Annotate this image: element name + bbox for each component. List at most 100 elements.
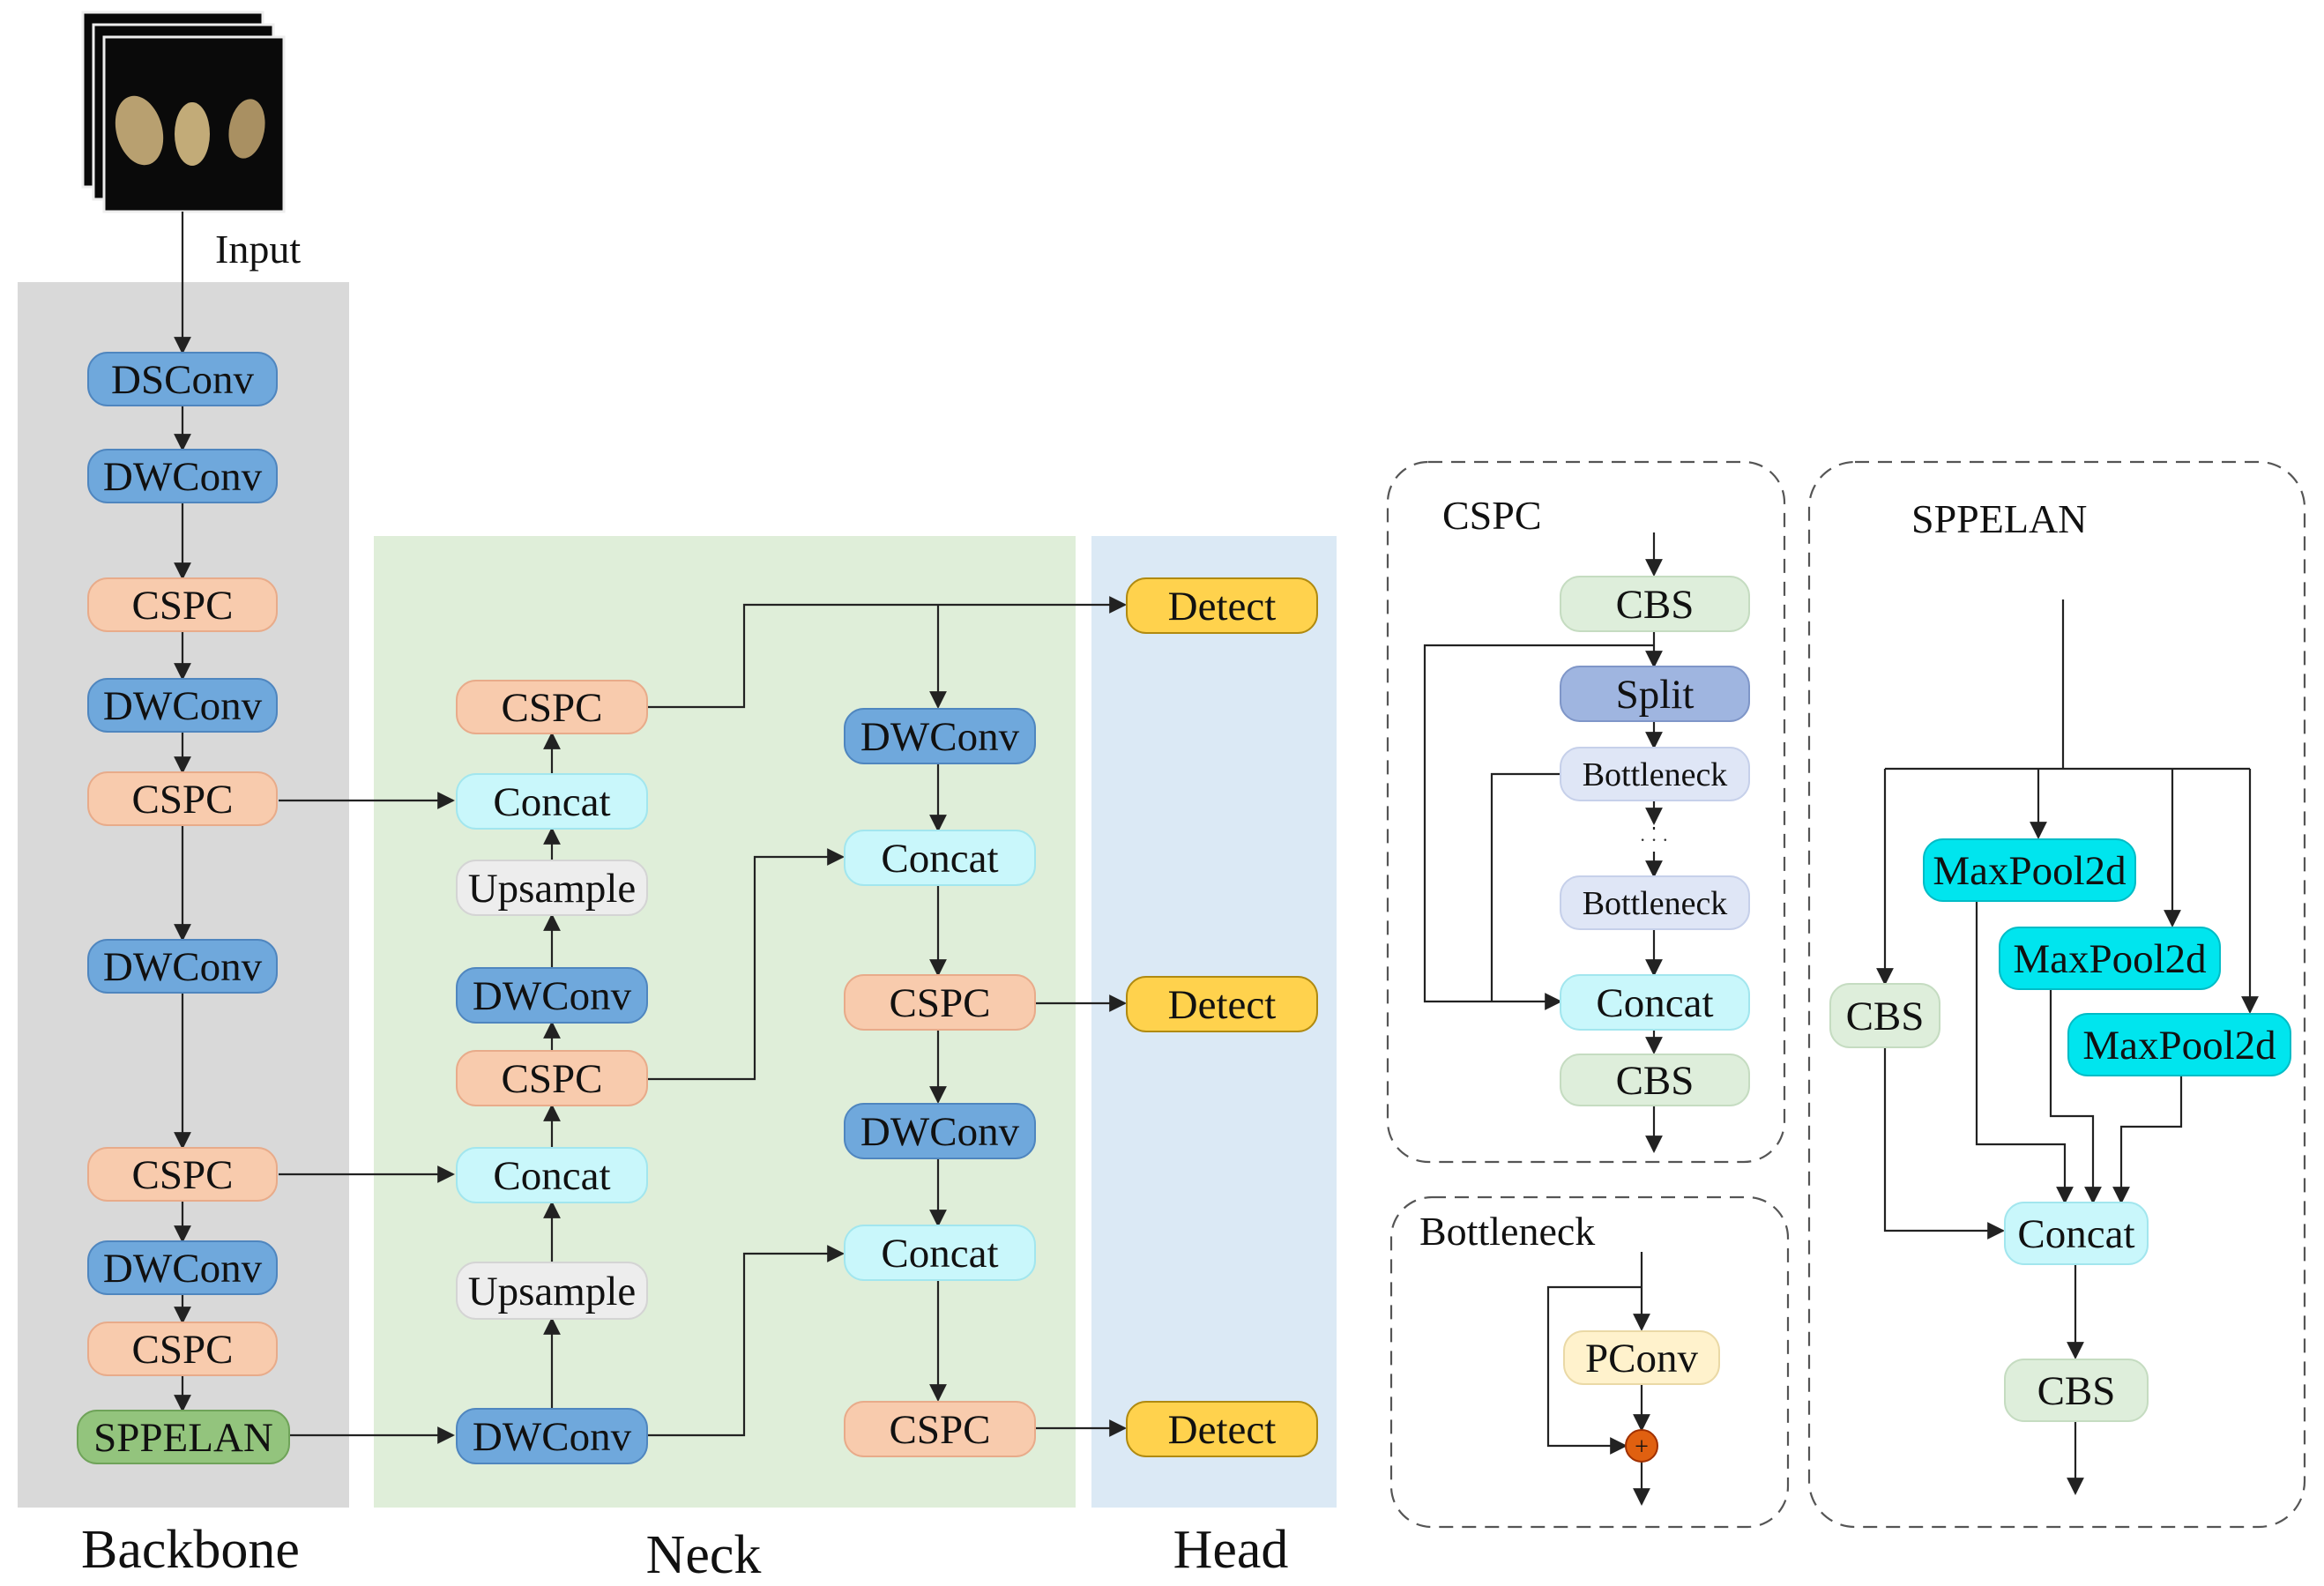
sp-cbs-bottom-label: CBS: [2037, 1368, 2116, 1414]
sp-cbs-bottom-node: CBS: [2004, 1359, 2149, 1422]
sp-concat-box: [2004, 1202, 2149, 1265]
nk-upsample-2-label: Upsample: [468, 1269, 637, 1314]
cspc-ellipsis: · · ·: [1640, 829, 1669, 851]
hd-detect-3-label: Detect: [1168, 1407, 1277, 1453]
nk-cspc-mid-label: CSPC: [502, 1056, 603, 1102]
cs-concat-label: Concat: [1596, 980, 1713, 1026]
bb-cspc-2-label: CSPC: [132, 777, 234, 823]
nk-dwconv-bottom-box: [456, 1408, 648, 1464]
bb-dwconv-1-node: DWConv: [87, 449, 278, 503]
add-node: [1625, 1429, 1658, 1463]
nk-cspc-mid-box: [456, 1050, 648, 1106]
cs-bottleneck-2-box: [1560, 875, 1750, 930]
nk-dwconv-1-node: DWConv: [456, 967, 648, 1024]
sp-cbs-left-box: [1829, 983, 1940, 1048]
bb-cspc-4-node: CSPC: [87, 1322, 278, 1376]
cs-bottleneck-1-node: Bottleneck: [1560, 747, 1750, 801]
sp-cbs-left-label: CBS: [1846, 994, 1925, 1039]
nodes-layer: DSConvDWConvCSPCDWConvCSPCDWConvCSPCDWCo…: [77, 352, 2291, 1464]
hd-detect-3-box: [1126, 1401, 1318, 1457]
nk-cspc-top-node: CSPC: [456, 680, 648, 734]
sp-maxpool-2-label: MaxPool2d: [2013, 936, 2206, 982]
nk-concat-2-node: Concat: [456, 1147, 648, 1203]
input-label: Input: [215, 227, 301, 272]
bb-dsconv-node: DSConv: [87, 352, 278, 406]
bb-dwconv-2-box: [87, 678, 278, 733]
cs-concat-node: Concat: [1560, 974, 1750, 1031]
nk-dwconv-r2-node: DWConv: [844, 1103, 1036, 1159]
sp-cbs-bottom-box: [2004, 1359, 2149, 1422]
bottleneck-panel: [1389, 1195, 1790, 1529]
bn-pconv-node: PConv: [1563, 1330, 1720, 1385]
cs-cbs-1-label: CBS: [1616, 582, 1695, 628]
bb-dwconv-2-node: DWConv: [87, 678, 278, 733]
bb-cspc-1-box: [87, 577, 278, 632]
nk-dwconv-bottom-label: DWConv: [473, 1414, 632, 1460]
hd-detect-1-box: [1126, 577, 1318, 634]
nk-cspc-r2-label: CSPC: [890, 1407, 991, 1453]
bb-cspc-3-box: [87, 1147, 278, 1202]
bb-dsconv-label: DSConv: [111, 357, 254, 403]
nk-concat-2-box: [456, 1147, 648, 1203]
sp-maxpool-3-label: MaxPool2d: [2082, 1023, 2276, 1069]
nk-dwconv-1-label: DWConv: [473, 973, 632, 1019]
bb-cspc-2-node: CSPC: [87, 771, 278, 826]
bb-dwconv-1-box: [87, 449, 278, 503]
hd-detect-2-node: Detect: [1126, 976, 1318, 1032]
nk-dwconv-r1-box: [844, 708, 1036, 764]
sp-maxpool-1-label: MaxPool2d: [1933, 848, 2126, 894]
cs-split-box: [1560, 666, 1750, 722]
bb-sppelan-box: [77, 1410, 290, 1464]
nk-concat-r1-box: [844, 830, 1036, 886]
bb-sppelan-node: SPPELAN: [77, 1410, 290, 1464]
bb-sppelan-label: SPPELAN: [93, 1415, 273, 1461]
backbone-label: Backbone: [81, 1520, 300, 1580]
nk-concat-1-label: Concat: [493, 779, 610, 825]
cspc-panel: [1386, 460, 1786, 1164]
sp-maxpool-3-node: MaxPool2d: [2067, 1013, 2291, 1076]
cs-split-label: Split: [1616, 672, 1695, 718]
nk-concat-1-node: Concat: [456, 773, 648, 830]
nk-cspc-r1-label: CSPC: [890, 980, 991, 1026]
cs-cbs-2-node: CBS: [1560, 1054, 1750, 1106]
sp-maxpool-2-node: MaxPool2d: [1999, 927, 2221, 990]
sp-maxpool-2-box: [1999, 927, 2221, 990]
nk-upsample-2-node: Upsample: [456, 1262, 648, 1320]
bb-dwconv-3-label: DWConv: [103, 944, 263, 990]
nk-dwconv-r2-label: DWConv: [860, 1109, 1020, 1155]
nk-cspc-r2-box: [844, 1401, 1036, 1457]
nk-concat-r1-node: Concat: [844, 830, 1036, 886]
bottleneck-panel-title: Bottleneck: [1419, 1209, 1595, 1254]
nk-upsample-1-box: [456, 860, 648, 916]
bb-cspc-1-label: CSPC: [132, 583, 234, 629]
cs-concat-box: [1560, 974, 1750, 1031]
nk-dwconv-r1-label: DWConv: [860, 714, 1020, 760]
sp-concat-label: Concat: [2017, 1211, 2134, 1257]
bb-cspc-4-label: CSPC: [132, 1327, 234, 1373]
bb-cspc-4-box: [87, 1322, 278, 1376]
cs-cbs-2-label: CBS: [1616, 1058, 1695, 1104]
cspc-panel-title: CSPC: [1442, 493, 1542, 538]
hd-detect-2-label: Detect: [1168, 982, 1277, 1028]
nk-dwconv-r2-box: [844, 1103, 1036, 1159]
bb-dwconv-4-box: [87, 1240, 278, 1295]
cs-bottleneck-1-label: Bottleneck: [1583, 756, 1728, 793]
bb-dwconv-4-label: DWConv: [103, 1246, 263, 1292]
sp-concat-node: Concat: [2004, 1202, 2149, 1265]
bb-cspc-1-node: CSPC: [87, 577, 278, 632]
nk-cspc-r2-node: CSPC: [844, 1401, 1036, 1457]
nk-cspc-r1-box: [844, 974, 1036, 1031]
nk-cspc-top-label: CSPC: [502, 685, 603, 731]
bb-dsconv-box: [87, 352, 278, 406]
hd-detect-3-node: Detect: [1126, 1401, 1318, 1457]
nk-cspc-r1-node: CSPC: [844, 974, 1036, 1031]
bb-dwconv-3-box: [87, 939, 278, 994]
hd-detect-1-label: Detect: [1168, 584, 1277, 629]
neck-label: Neck: [646, 1525, 762, 1585]
cs-bottleneck-2-node: Bottleneck: [1560, 875, 1750, 930]
nk-upsample-1-label: Upsample: [468, 866, 637, 912]
nk-concat-r2-box: [844, 1225, 1036, 1281]
bb-dwconv-1-label: DWConv: [103, 454, 263, 500]
bb-dwconv-3-node: DWConv: [87, 939, 278, 994]
